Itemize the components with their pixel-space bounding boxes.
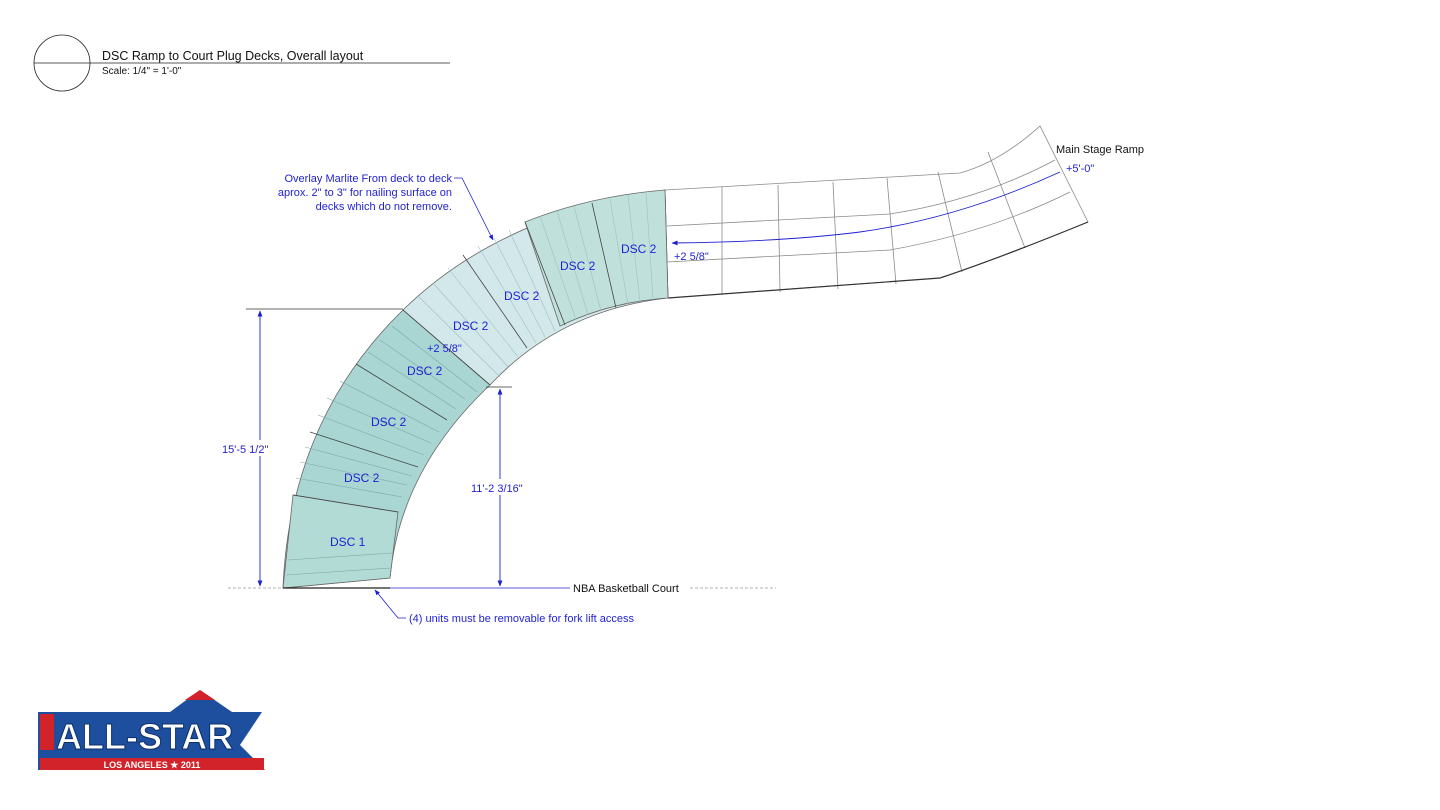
overlay-note-line-3: decks which do not remove. — [316, 201, 452, 213]
deck-divider — [524, 221, 566, 326]
deck-label-dsc2: DSC 2 — [371, 415, 407, 429]
logo-peak — [185, 690, 215, 700]
drawing-scale: Scale: 1/4" = 1'-0" — [102, 66, 182, 77]
deck-label-dsc2: DSC 2 — [504, 289, 540, 303]
dimension-outer-height: 15'-5 1/2" — [222, 444, 268, 456]
dimension-outer: 15'-5 1/2" — [222, 308, 403, 587]
deck-dsc1 — [282, 494, 399, 589]
slope-arrow — [671, 171, 1061, 246]
deck-labels: DSC 1 DSC 2 DSC 2 DSC 2 DSC 2 DSC 2 DSC … — [330, 242, 657, 549]
ramp-panel-line — [937, 171, 963, 273]
deck-label-dsc2: DSC 2 — [344, 471, 380, 485]
ramp-panel-line — [987, 151, 1026, 249]
main-stage-ramp-label: Main Stage Ramp — [1056, 144, 1144, 156]
logo-ribbon — [40, 758, 264, 770]
deck-divider — [309, 431, 419, 468]
ramp-edge — [667, 221, 1089, 299]
deck-label-dsc1: DSC 1 — [330, 535, 366, 549]
elevation-curve-mid: +2 5/8" — [427, 343, 462, 355]
nba-all-star-logo: ALL-STAR LOS ANGELES ★ 2011 — [38, 690, 265, 770]
deck-label-dsc2: DSC 2 — [621, 242, 657, 256]
dsc-decks — [282, 189, 669, 589]
dimension-inner-height: 11'-2 3/16" — [471, 483, 523, 495]
ramp-long-line — [666, 159, 1056, 227]
drawing-title: DSC Ramp to Court Plug Decks, Overall la… — [102, 49, 364, 63]
deck-label-dsc2: DSC 2 — [453, 319, 489, 333]
court-label: NBA Basketball Court — [573, 583, 679, 595]
removable-note: (4) units must be removable for fork lif… — [374, 589, 634, 625]
overlay-note: Overlay Marlite From deck to deck aprox.… — [278, 173, 494, 241]
deck-boards — [417, 191, 654, 378]
elevation-markers: Main Stage Ramp +5'-0" +2 5/8" +2 5/8" — [427, 144, 1144, 355]
logo-nba-mark — [40, 714, 54, 750]
elevation-main-stage: +5'-0" — [1066, 163, 1094, 175]
dimension-text-mask — [222, 440, 292, 456]
deck-divider — [462, 254, 528, 349]
logo-subline: LOS ANGELES ★ 2011 — [104, 760, 201, 770]
deck-boards — [285, 325, 478, 576]
deck-divider — [402, 309, 491, 386]
dimension-inner: 11'-2 3/16" — [470, 386, 534, 587]
title-block: DSC Ramp to Court Plug Decks, Overall la… — [33, 34, 450, 92]
logo-backdrop — [38, 690, 265, 770]
ramp-panel-line — [886, 177, 897, 285]
deck-divider — [292, 494, 399, 513]
removable-note-text: (4) units must be removable for fork lif… — [409, 613, 634, 625]
ramp-panel-line — [777, 184, 781, 293]
overlay-note-line-2: aprox. 2" to 3" for nailing surface on — [278, 187, 452, 199]
removable-leader — [374, 589, 406, 619]
logo-wordmark: ALL-STAR — [56, 716, 233, 757]
court-line: NBA Basketball Court — [228, 583, 776, 595]
ramp-panel-line — [832, 181, 839, 290]
ramp-long-line — [666, 191, 1071, 263]
overlay-leader — [454, 177, 494, 241]
overlay-note-line-1: Overlay Marlite From deck to deck — [285, 173, 453, 185]
main-stage-ramp — [664, 125, 1089, 299]
elevation-ramp-end: +2 5/8" — [674, 251, 709, 263]
dimension-text-mask — [470, 479, 534, 495]
deck-label-dsc2: DSC 2 — [407, 364, 443, 378]
deck-divider — [591, 202, 617, 309]
deck-label-dsc2: DSC 2 — [560, 259, 596, 273]
deck-divider — [355, 363, 448, 421]
